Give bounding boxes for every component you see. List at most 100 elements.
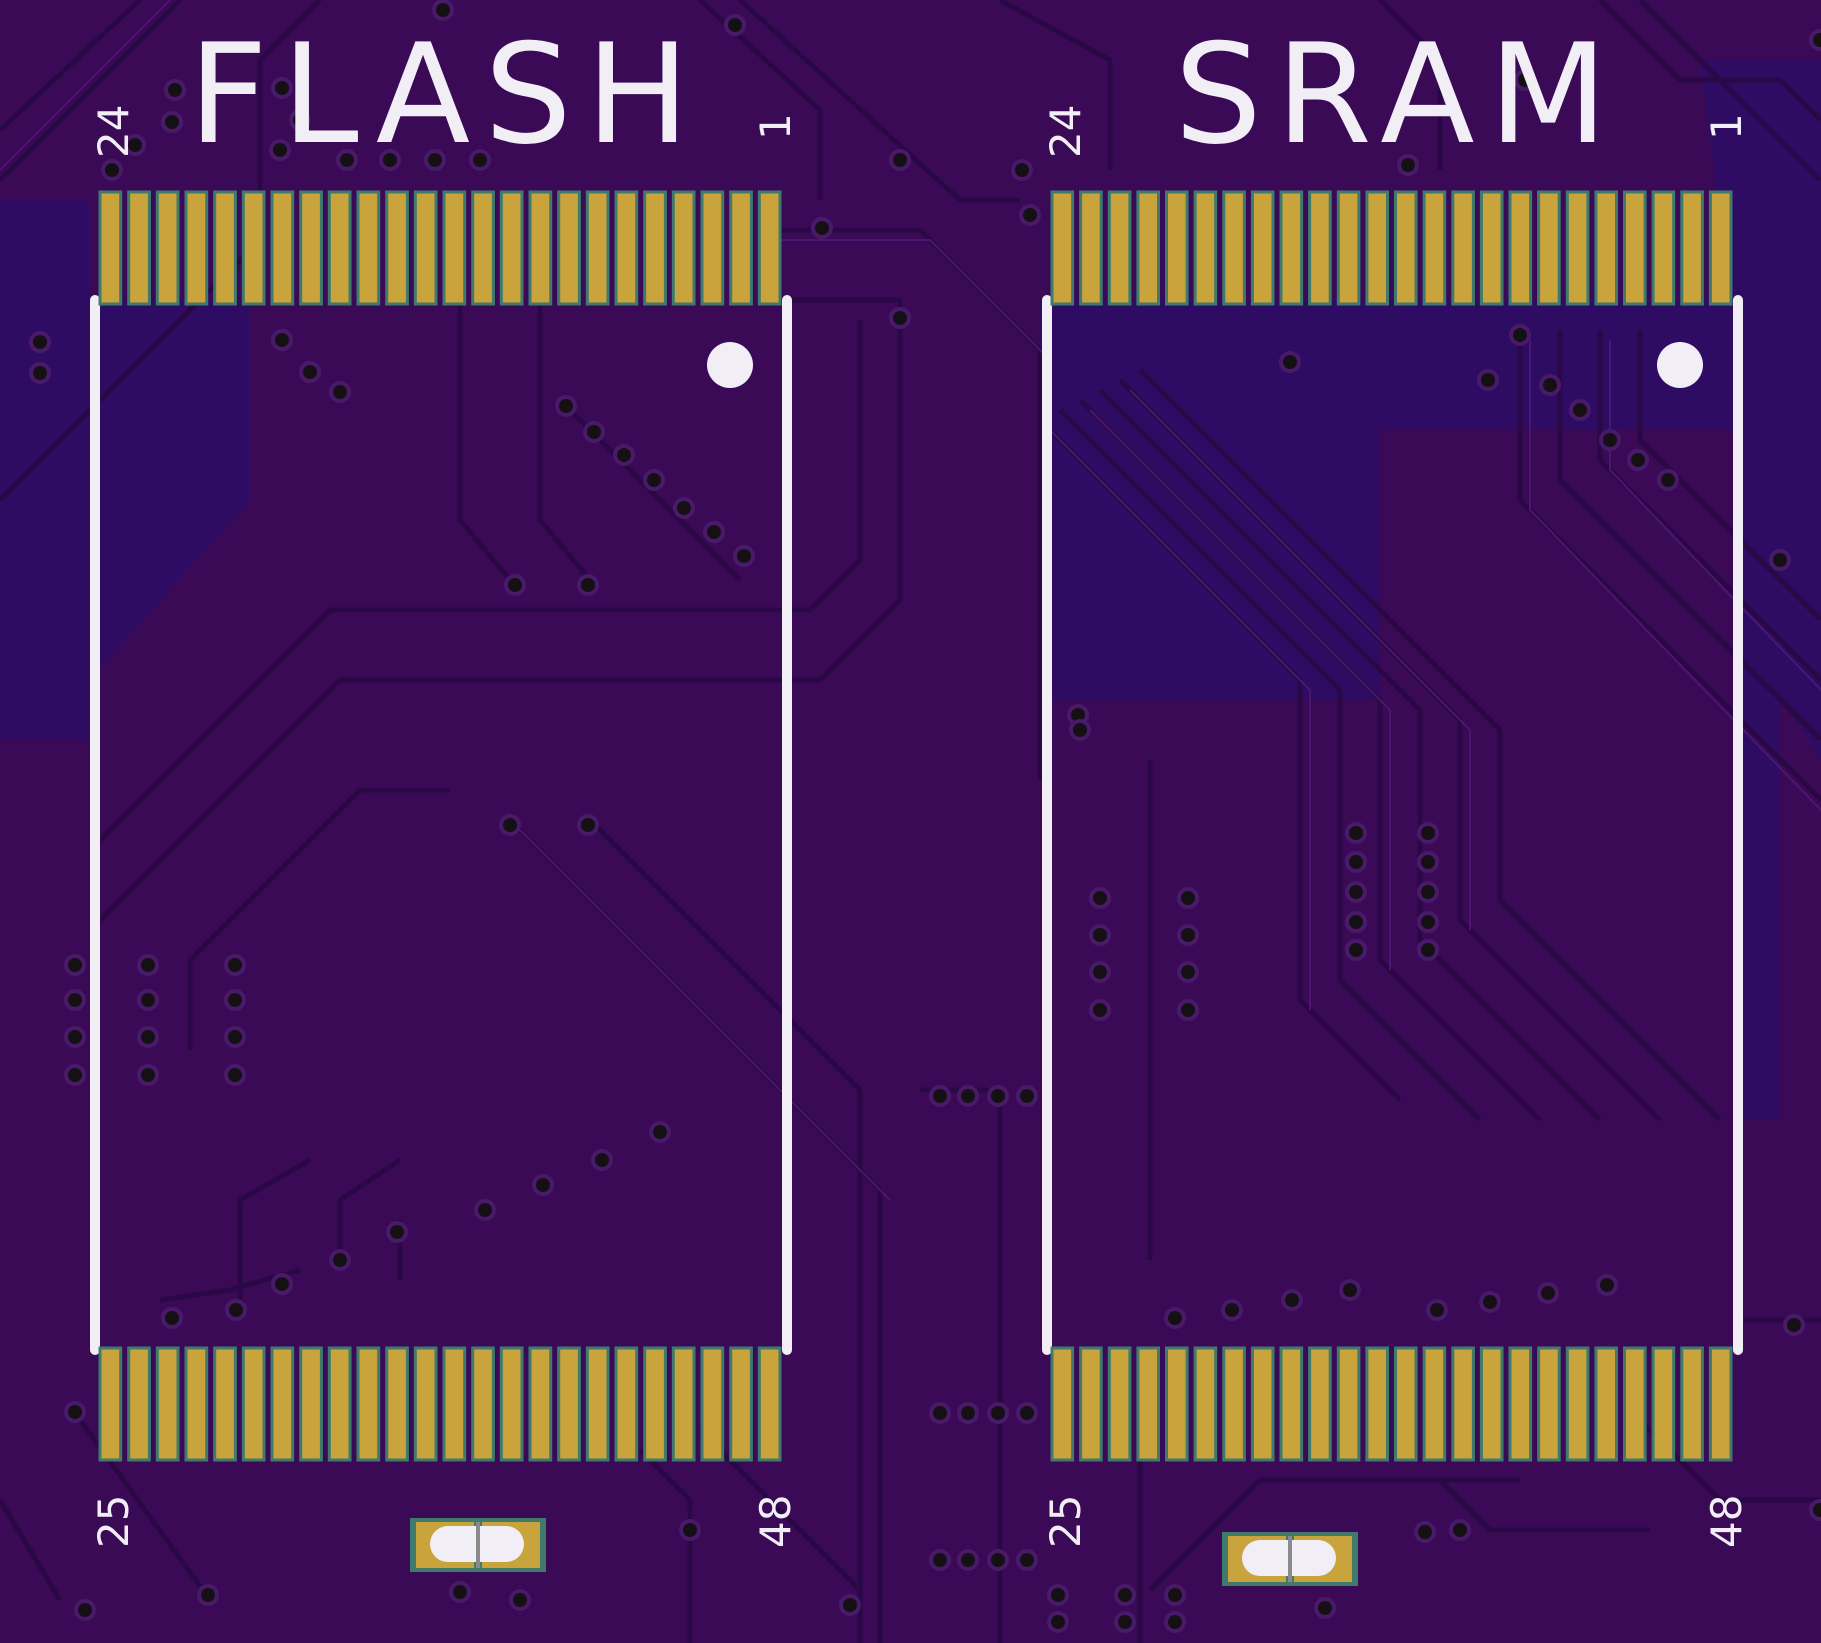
flash-bottom-pad: [385, 1346, 409, 1462]
via-hole: [340, 153, 354, 167]
sram-pin-25-label: 25: [1041, 1495, 1090, 1548]
sram-top-pad: [1336, 190, 1361, 306]
sram-top-pad: [1136, 190, 1161, 306]
sram-top-pad: [1680, 190, 1704, 306]
flash-pads-bottom: [98, 1346, 782, 1462]
sram-top-pad: [1107, 190, 1132, 306]
sram-pin1-marker: [1657, 342, 1703, 388]
via-hole: [273, 143, 287, 157]
flash-bottom-pad: [557, 1346, 581, 1462]
footprint-sram: SRAM 24 1 25 48: [1041, 14, 1751, 1586]
sram-top-pad: [1308, 190, 1332, 306]
via-hole: [68, 1068, 82, 1082]
via-hole: [1168, 1588, 1182, 1602]
flash-top-pad: [213, 190, 237, 306]
via-hole: [383, 153, 397, 167]
via-hole: [228, 1068, 242, 1082]
flash-bottom-pad: [184, 1346, 209, 1462]
flash-bottom-pad: [213, 1346, 237, 1462]
flash-pads-top: [98, 190, 782, 306]
via-hole: [141, 1030, 155, 1044]
via-hole: [1015, 163, 1029, 177]
sram-bottom-pad: [1050, 1346, 1075, 1462]
flash-top-pad: [241, 190, 266, 306]
via-hole: [1813, 1503, 1821, 1517]
via-hole: [503, 818, 517, 832]
via-hole: [228, 993, 242, 1007]
via-hole: [1283, 355, 1297, 369]
flash-label: FLASH: [188, 14, 703, 175]
via-hole: [1051, 1588, 1065, 1602]
via-hole: [275, 1277, 289, 1291]
via-hole: [453, 1585, 467, 1599]
via-hole: [68, 1405, 82, 1419]
traces-highlight: [0, 0, 1821, 1201]
sram-top-pad: [1651, 190, 1676, 306]
flash-bottom-pad: [327, 1346, 352, 1462]
via-hole: [229, 1303, 243, 1317]
sram-bottom-pad: [1308, 1346, 1332, 1462]
via-hole: [68, 993, 82, 1007]
flash-pin-48-label: 48: [751, 1495, 800, 1548]
via-hole: [677, 501, 691, 515]
flash-top-pad: [442, 190, 467, 306]
via-hole: [228, 1030, 242, 1044]
sram-bottom-pad: [1651, 1346, 1676, 1462]
via-hole: [1285, 1293, 1299, 1307]
flash-capacitor: [410, 1518, 546, 1572]
sram-bottom-pad: [1680, 1346, 1704, 1462]
sram-bottom-pad: [1079, 1346, 1103, 1462]
via-hole: [991, 1406, 1005, 1420]
via-hole: [1787, 1318, 1801, 1332]
via-hole: [1051, 1615, 1065, 1629]
flash-top-pad: [413, 190, 438, 306]
via-hole: [228, 958, 242, 972]
via-hole: [737, 549, 751, 563]
flash-top-pad: [98, 190, 123, 306]
flash-bottom-pad: [671, 1346, 696, 1462]
via-hole: [1181, 1003, 1195, 1017]
via-hole: [1600, 1278, 1614, 1292]
via-hole: [961, 1089, 975, 1103]
flash-top-pad: [729, 190, 753, 306]
via-hole: [1541, 1286, 1555, 1300]
via-hole: [275, 333, 289, 347]
sram-top-pad: [1050, 190, 1075, 306]
sram-bottom-pad: [1365, 1346, 1390, 1462]
via-hole: [1518, 73, 1532, 87]
via-hole: [1421, 943, 1435, 957]
via-hole: [1421, 826, 1435, 840]
via-hole: [1603, 433, 1617, 447]
sram-top-pad: [1623, 190, 1647, 306]
flash-bottom-pad: [270, 1346, 295, 1462]
sram-bottom-pad: [1565, 1346, 1590, 1462]
sram-top-pad: [1165, 190, 1189, 306]
via-hole: [1181, 891, 1195, 905]
via-hole: [1418, 1525, 1432, 1539]
via-hole: [653, 1125, 667, 1139]
flash-top-pad: [299, 190, 323, 306]
via-hole: [508, 578, 522, 592]
via-hole: [1813, 33, 1821, 47]
flash-bottom-pad: [700, 1346, 725, 1462]
flash-pin-1-label: 1: [751, 113, 800, 140]
sram-bottom-pad: [1594, 1346, 1619, 1462]
sram-top-pad: [1079, 190, 1103, 306]
via-hole: [165, 1311, 179, 1325]
flash-top-pad: [127, 190, 151, 306]
flash-bottom-pad: [155, 1346, 180, 1462]
sram-bottom-pad: [1451, 1346, 1475, 1462]
sram-pads-top: [1050, 190, 1733, 306]
via-hole: [843, 1598, 857, 1612]
sram-bottom-pad: [1708, 1346, 1733, 1462]
sram-bottom-pad: [1107, 1346, 1132, 1462]
via-hole: [1349, 915, 1363, 929]
flash-bottom-pad: [757, 1346, 782, 1462]
sram-bottom-pad: [1193, 1346, 1218, 1462]
via-hole: [1421, 915, 1435, 929]
flash-top-pad: [471, 190, 495, 306]
flash-top-pad: [385, 190, 409, 306]
flash-top-pad: [356, 190, 381, 306]
sram-bottom-pad: [1537, 1346, 1561, 1462]
